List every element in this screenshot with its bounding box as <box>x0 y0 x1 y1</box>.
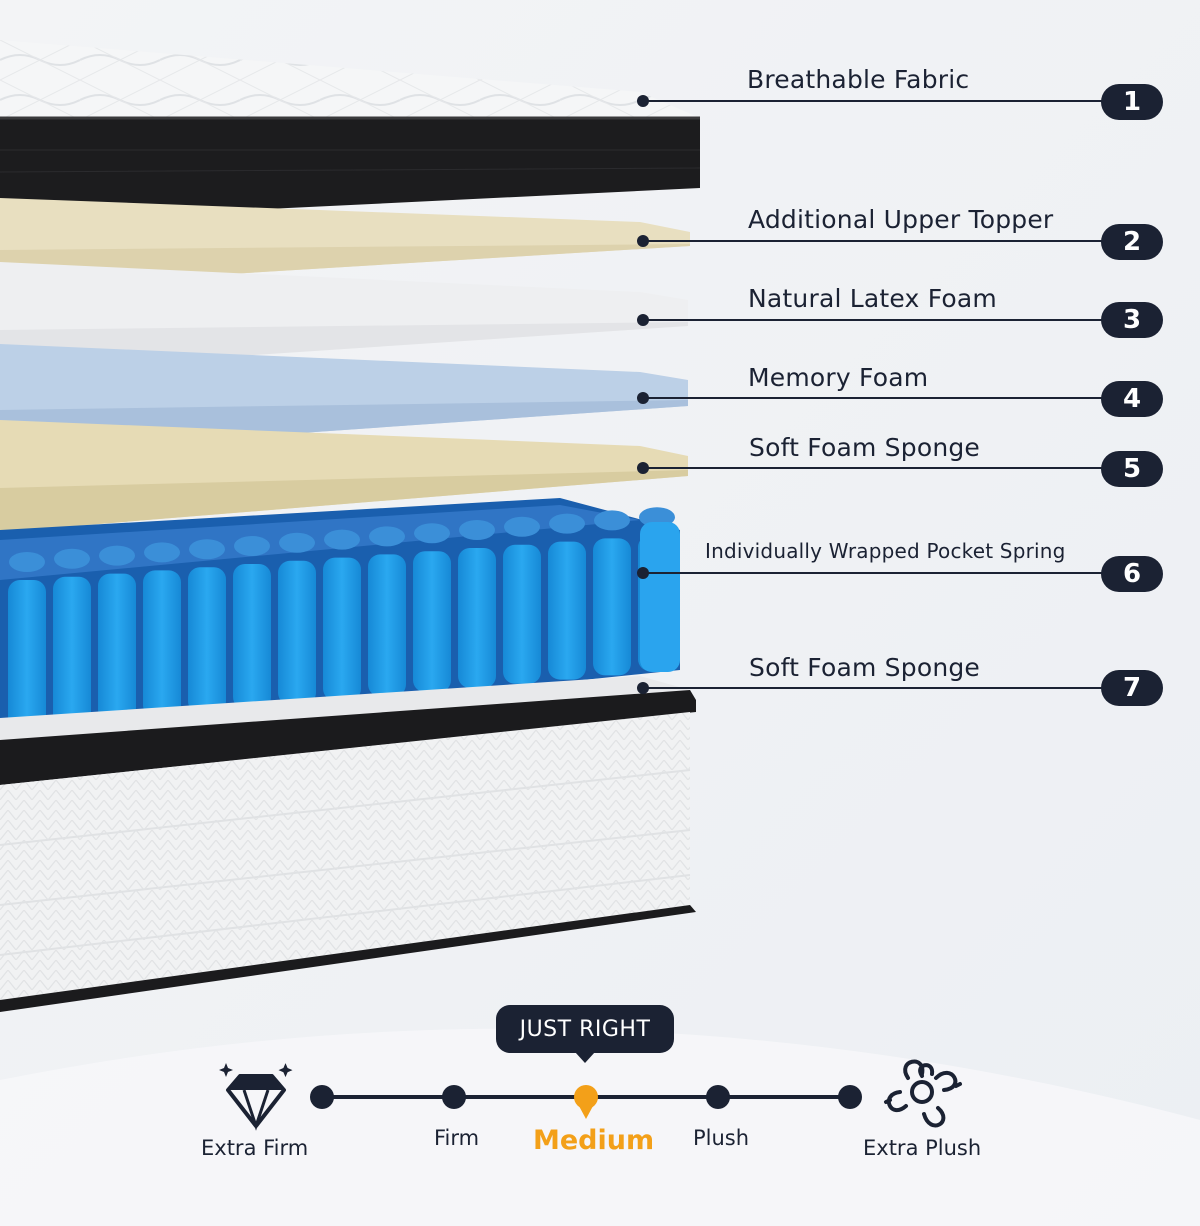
cotton-icon <box>884 1059 962 1128</box>
callout-dot-2 <box>637 235 649 247</box>
layer-1-label: Breathable Fabric <box>747 65 970 94</box>
label-extra-firm: Extra Firm <box>201 1136 309 1160</box>
spring-coil-top <box>414 523 450 544</box>
spring-coil-top <box>144 542 180 563</box>
spring-coil <box>548 541 586 680</box>
mattress-base <box>0 690 696 1012</box>
just-right-badge: JUST RIGHT <box>496 1005 674 1053</box>
layer-6-badge: 6 <box>1101 556 1163 592</box>
spring-coil <box>188 567 226 714</box>
layer-5-badge: 5 <box>1101 451 1163 487</box>
layer-4-label: Memory Foam <box>748 363 929 392</box>
spring-coil-top <box>99 545 135 566</box>
callout-dot-6 <box>637 567 649 579</box>
marker-medium <box>574 1085 598 1109</box>
marker-extra-firm <box>310 1085 334 1109</box>
layer-1-badge: 1 <box>1101 84 1163 120</box>
layer-soft-foam-top <box>0 420 688 532</box>
spring-coil-edge <box>640 522 680 672</box>
callout-dot-4 <box>637 392 649 404</box>
spring-coil-top <box>189 539 225 560</box>
callout-lines <box>637 95 1102 694</box>
spring-coil-top <box>594 510 630 531</box>
layer-4-badge: 4 <box>1101 381 1163 417</box>
marker-extra-plush <box>838 1085 862 1109</box>
layer-2-label: Additional Upper Topper <box>748 205 1054 234</box>
spring-coil <box>503 544 541 684</box>
spring-coil-top <box>459 520 495 540</box>
layer-2-badge: 2 <box>1101 224 1163 260</box>
spring-coil-top <box>369 526 405 547</box>
spring-coil-top <box>324 529 360 550</box>
spring-coil <box>143 570 181 718</box>
callout-dot-7 <box>637 682 649 694</box>
spring-coil-top <box>9 552 45 572</box>
spring-coil-top <box>54 548 90 569</box>
label-extra-plush: Extra Plush <box>863 1136 982 1160</box>
marker-medium-pointer <box>579 1106 593 1119</box>
marker-plush <box>706 1085 730 1109</box>
spring-coil <box>98 573 136 722</box>
label-medium: Medium <box>533 1125 655 1156</box>
diamond-icon <box>219 1063 293 1131</box>
spring-coil-top <box>234 536 270 556</box>
spring-coil-top <box>279 532 315 553</box>
layer-7-badge: 7 <box>1101 670 1163 706</box>
spring-coil <box>8 580 46 730</box>
spring-coil <box>593 538 631 676</box>
layer-7-label: Soft Foam Sponge <box>749 653 981 682</box>
just-right-pointer <box>575 1052 595 1063</box>
spring-coil <box>368 554 406 697</box>
label-firm: Firm <box>434 1126 480 1150</box>
layer-5-label: Soft Foam Sponge <box>749 433 981 462</box>
label-plush: Plush <box>693 1126 750 1150</box>
layer-3-badge: 3 <box>1101 302 1163 338</box>
callout-dot-1 <box>637 95 649 107</box>
marker-firm <box>442 1085 466 1109</box>
callout-dot-5 <box>637 462 649 474</box>
spring-coil <box>413 551 451 693</box>
spring-coil <box>278 560 316 705</box>
spring-coil <box>323 557 361 701</box>
spring-coil <box>233 564 271 709</box>
spring-coil-top <box>504 516 540 537</box>
layer-3-label: Natural Latex Foam <box>748 284 997 313</box>
spring-coil <box>53 576 91 726</box>
layer-breathable-fabric <box>0 40 701 222</box>
spring-coil <box>458 548 496 688</box>
callout-dot-3 <box>637 314 649 326</box>
layer-pocket-springs <box>0 498 680 740</box>
spring-coil-top <box>549 513 585 534</box>
layer-6-label: Individually Wrapped Pocket Spring <box>705 539 1066 563</box>
